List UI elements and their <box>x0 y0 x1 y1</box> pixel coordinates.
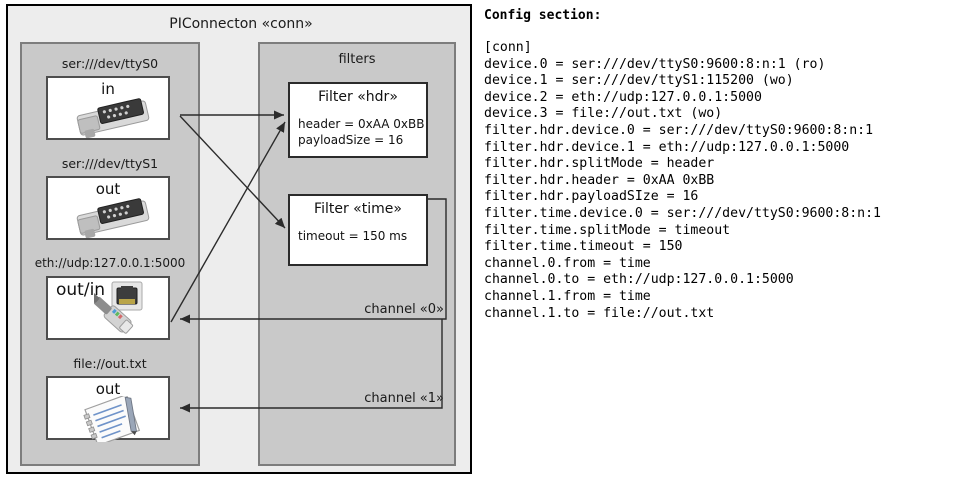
device-label-ttyS0: ser:///dev/ttyS0 <box>61 56 159 71</box>
channel-label-1: channel «1» <box>364 391 444 406</box>
device-direction-ttyS1: out <box>95 180 121 198</box>
serial-port-icon <box>70 198 156 242</box>
device-box-file[interactable]: out <box>46 376 170 447</box>
channel-label-0: channel «0» <box>364 302 444 317</box>
config-heading: Config section: <box>484 8 602 23</box>
text-file-icon <box>76 393 154 447</box>
filter-hdr-title: Filter «hdr» <box>318 89 398 105</box>
config-section: Config section: [conn] device.0 = ser://… <box>484 0 964 484</box>
page-title: PIConnecton «conn» <box>169 16 313 32</box>
devices-package: ser:///dev/ttyS0 in <box>20 42 200 466</box>
device-box-ttyS0[interactable]: in <box>46 76 170 140</box>
filter-box-time[interactable]: Filter «time» timeout = 150 ms <box>288 194 428 266</box>
serial-port-icon <box>70 98 156 142</box>
filter-time-title: Filter «time» <box>314 201 402 217</box>
device-direction-ttyS0: in <box>101 80 115 98</box>
config-text-block: [conn] device.0 = ser:///dev/ttyS0:9600:… <box>484 40 881 321</box>
connection-diagram: PIConnecton «conn» ser:///dev/ttyS0 in <box>0 0 478 484</box>
filter-hdr-attributes: header = 0xAA 0xBB payloadSize = 16 <box>298 117 425 147</box>
filters-package: filters Filter «hdr» header = 0xAA 0xBB … <box>258 42 456 466</box>
device-box-ttyS1[interactable]: out <box>46 176 170 240</box>
diagram-outer-frame: PIConnecton «conn» ser:///dev/ttyS0 in <box>6 4 472 474</box>
device-box-eth[interactable]: out/in <box>46 276 170 340</box>
device-direction-file: out <box>95 380 121 398</box>
device-label-file: file://out.txt <box>73 356 147 371</box>
filters-package-label: filters <box>338 52 376 67</box>
device-label-eth: eth://udp:127.0.0.1:5000 <box>34 256 186 270</box>
filter-time-attributes: timeout = 150 ms <box>298 229 408 243</box>
device-direction-eth: out/in <box>56 280 106 300</box>
network-socket-icon <box>88 280 168 342</box>
filter-box-hdr[interactable]: Filter «hdr» header = 0xAA 0xBB payloadS… <box>288 82 428 158</box>
device-label-ttyS1: ser:///dev/ttyS1 <box>61 156 159 171</box>
